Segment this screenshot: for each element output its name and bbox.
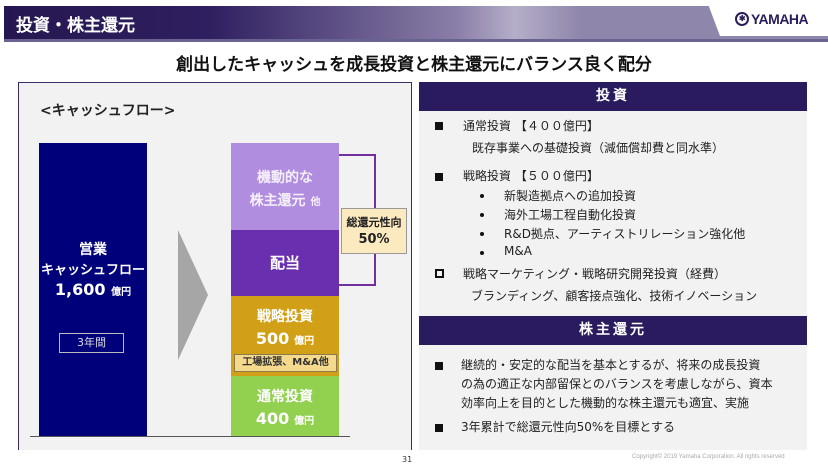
seg-label: 株主還元 [249, 193, 306, 209]
copyright: Copyright© 2019 Yamaha Corporation. All … [632, 454, 785, 460]
bullet-dot-icon [480, 194, 484, 198]
bullet-square-icon [435, 122, 443, 130]
operating-cashflow-bar: 営業 キャッシュフロー 1,600 億円 [39, 143, 147, 437]
investment-item: 戦略投資 【５００億円】 [463, 169, 599, 183]
tuning-fork-icon: ✱ [735, 12, 749, 26]
ocf-unit: 億円 [111, 287, 132, 298]
investment-bullet: M&A [504, 244, 532, 258]
header-bar [4, 6, 828, 42]
strategic-note: 工場拡張、M&A他 [234, 354, 337, 372]
shareholder-line: 効率向上を目的とした機動的な株主還元も適宜、実施 [461, 396, 750, 410]
seg-suffix: 他 [310, 197, 321, 208]
bullet-dot-icon [480, 213, 484, 217]
investment-bullet: 新製造拠点への追加投資 [504, 189, 637, 203]
payout-value: 50% [358, 232, 390, 247]
seg-value-row: 400 億円 [231, 408, 339, 433]
seg-value: 500 [255, 329, 290, 348]
ocf-value-row: 1,600 億円 [39, 280, 147, 299]
investment-bullet: 海外工場工程自動化投資 [504, 208, 637, 222]
investment-item: 通常投資 【４００億円】 [463, 119, 599, 133]
shareholder-line: 3年累計で総還元性向50%を目標とする [461, 420, 675, 434]
segment-dividend: 配当 [231, 230, 339, 296]
page-number: 31 [402, 455, 413, 464]
investment-sub: 既存事業への基礎投資（減価償却費と同水準） [472, 141, 725, 155]
investment-header: 投資 [419, 82, 807, 111]
shareholder-header: 株主還元 [419, 316, 807, 345]
bullet-square-icon [435, 362, 443, 370]
shareholder-line: の為の適正な内部留保とのバランスを考慮しながら、資本 [461, 377, 773, 391]
seg-label: 通常投資 [257, 389, 313, 405]
cashflow-label: <キャッシュフロー> [40, 103, 176, 119]
shareholder-line: 継続的・安定的な配当を基本とするが、将来の成長投資 [461, 358, 761, 372]
segment-regular-investment: 通常投資 400 億円 [231, 376, 339, 437]
investment-bullet: R&D拠点、アーティストリレーション強化他 [504, 227, 746, 241]
ocf-value: 1,600 [54, 280, 106, 299]
ocf-line1: 営業 [79, 242, 107, 258]
seg-label: 機動的な [257, 170, 313, 186]
seg-unit: 億円 [294, 336, 315, 347]
segment-flexible-return: 機動的な株主還元 他 [231, 143, 339, 230]
ocf-line2: キャッシュフロー [40, 263, 145, 278]
slide-subtitle: 創出したキャッシュを成長投資と株主還元にバランス良く配分 [176, 55, 652, 75]
bullet-dot-icon [480, 251, 484, 255]
investment-body: 通常投資 【４００億円】 既存事業への基礎投資（減価償却費と同水準） 戦略投資 … [419, 111, 807, 316]
seg-value-row: 500 億円 [231, 328, 339, 353]
logo-area [708, 4, 828, 36]
page-title: 投資・株主還元 [16, 16, 135, 36]
payout-ratio-box: 総還元性向 50% [341, 208, 407, 254]
period-badge: 3年間 [59, 333, 124, 353]
shareholder-body: 継続的・安定的な配当を基本とするが、将来の成長投資 の為の適正な内部留保とのバラ… [419, 345, 807, 450]
bullet-square-icon [435, 173, 443, 181]
investment-sub: ブランディング、顧客接点強化、技術イノベーション [471, 289, 758, 303]
bullet-hollow-square-icon [435, 269, 444, 278]
seg-unit: 億円 [294, 416, 315, 427]
bullet-dot-icon [480, 232, 484, 236]
seg-label-row: 株主還元 他 [231, 190, 339, 214]
payout-label: 総還元性向 [346, 216, 402, 229]
baseline [30, 436, 350, 437]
investment-item: 戦略マーケティング・戦略研究開発投資（経費） [463, 267, 727, 281]
seg-label: 戦略投資 [257, 309, 313, 325]
yamaha-logo: ✱YAMAHA [735, 11, 809, 27]
seg-value: 400 [255, 409, 290, 428]
bullet-square-icon [435, 424, 443, 432]
logo-text: YAMAHA [751, 11, 809, 27]
